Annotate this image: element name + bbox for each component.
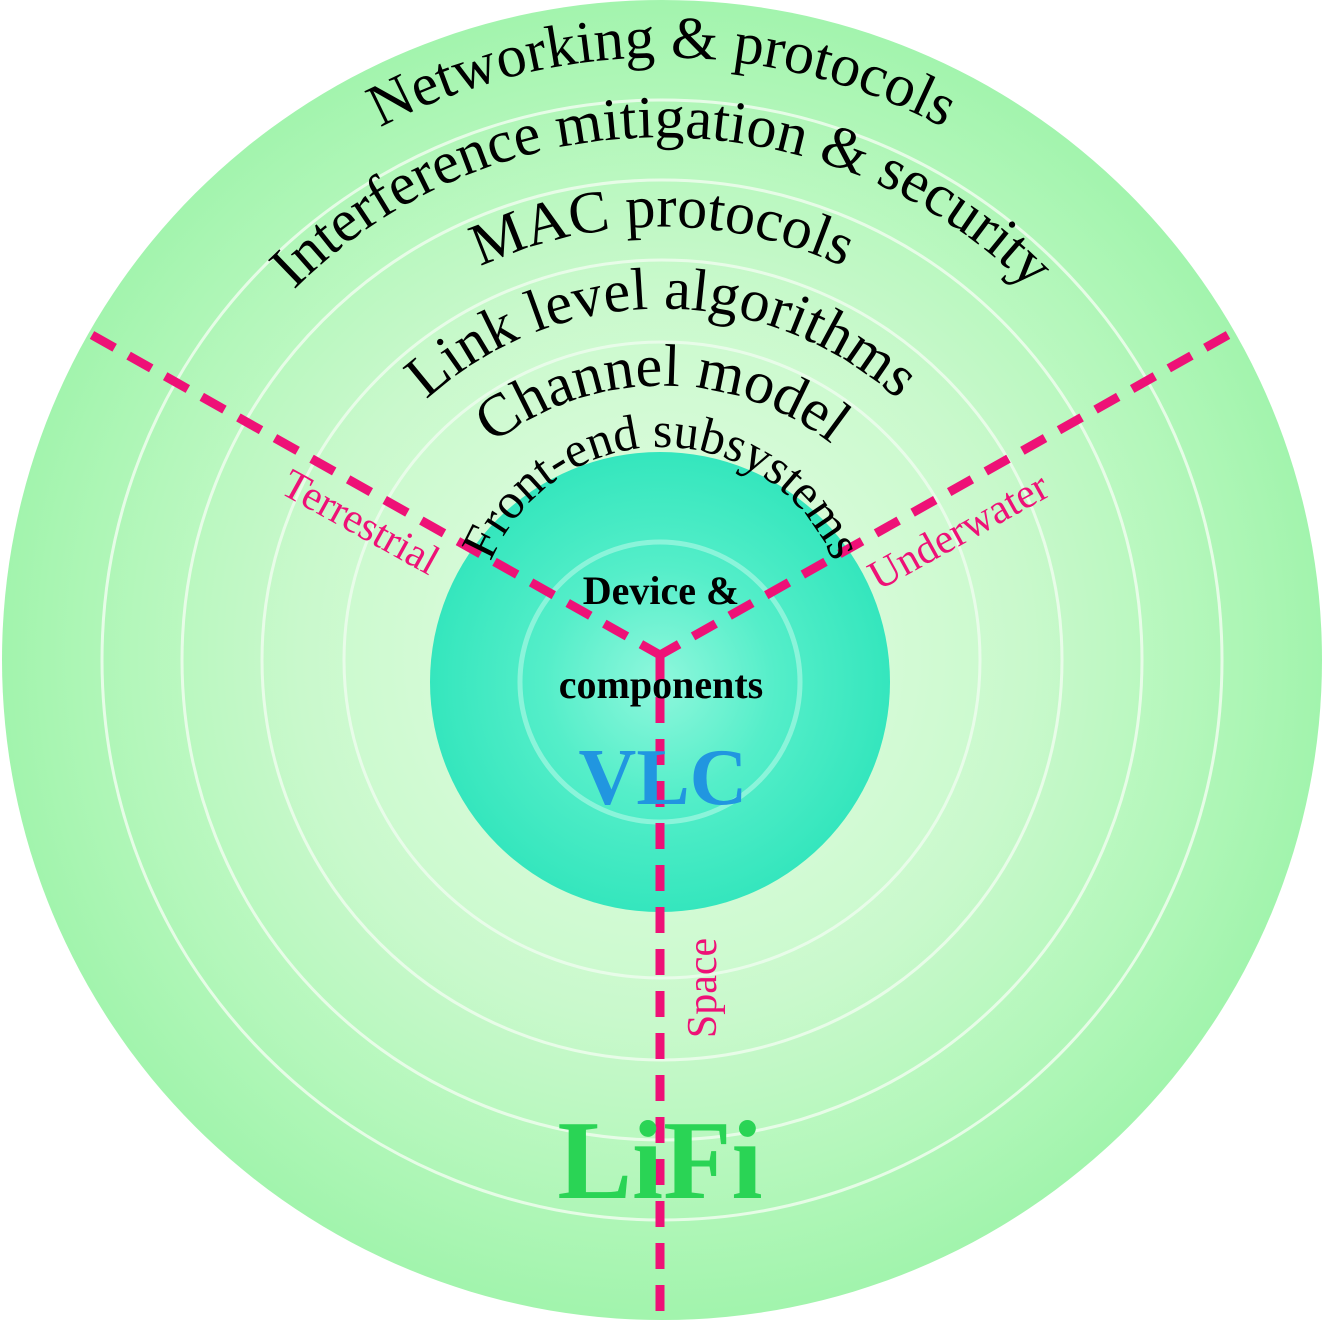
lifi-title: LiFi: [557, 1099, 762, 1223]
vlc-title: VLC: [579, 734, 748, 822]
ring-line-4: [342, 340, 982, 980]
core-label-line1: Device &: [583, 568, 740, 613]
divider-terrestrial: [89, 331, 663, 659]
domain-dividers: [89, 331, 1231, 1323]
divider-underwater: [657, 331, 1231, 659]
core-label-line2: components: [559, 662, 763, 707]
ring-line-3: [260, 258, 1064, 1062]
vlc-disk: [430, 452, 890, 912]
vlc-inner-ring: [517, 539, 803, 825]
domain-label-space: Space: [680, 938, 726, 1038]
